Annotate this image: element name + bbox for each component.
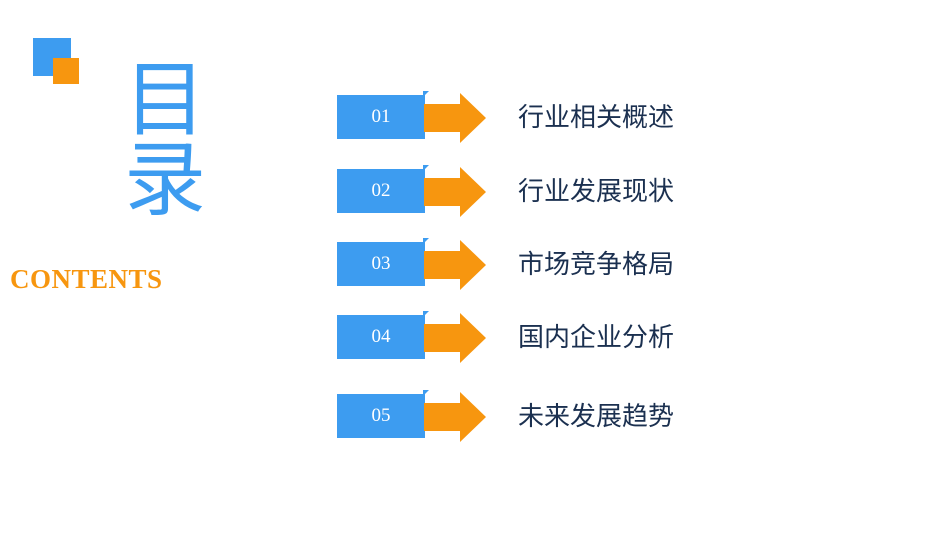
orange-square xyxy=(53,58,79,84)
item-label: 未来发展趋势 xyxy=(518,402,675,432)
contents-item-3[interactable]: 03 市场竞争格局 xyxy=(332,238,932,290)
arrow-right-icon xyxy=(424,392,486,442)
item-number-box: 05 xyxy=(337,394,425,438)
item-number-box: 01 xyxy=(337,95,425,139)
corner-mark xyxy=(423,165,429,171)
arrow-right-icon xyxy=(424,93,486,143)
item-label: 行业发展现状 xyxy=(518,177,675,207)
corner-mark xyxy=(423,91,429,97)
item-label: 行业相关概述 xyxy=(518,103,675,133)
item-number-box: 04 xyxy=(337,315,425,359)
title-char-2: 录 xyxy=(123,133,206,228)
item-label: 国内企业分析 xyxy=(518,323,675,353)
corner-mark xyxy=(423,390,429,396)
contents-item-5[interactable]: 05 未来发展趋势 xyxy=(332,390,932,442)
contents-item-1[interactable]: 01 行业相关概述 xyxy=(332,91,932,143)
corner-mark xyxy=(423,238,429,244)
contents-subtitle: CONTENTS xyxy=(10,264,163,294)
arrow-right-icon xyxy=(424,313,486,363)
arrow-right-icon xyxy=(424,240,486,290)
arrow-right-icon xyxy=(424,167,486,217)
item-number-box: 02 xyxy=(337,169,425,213)
corner-mark xyxy=(423,311,429,317)
contents-list: 01 行业相关概述 02 行业发展现状 03 市场竞争格局 04 国内企业分析 … xyxy=(332,0,932,548)
contents-item-2[interactable]: 02 行业发展现状 xyxy=(332,165,932,217)
decorative-squares xyxy=(33,38,81,88)
contents-item-4[interactable]: 04 国内企业分析 xyxy=(332,311,932,363)
title-char-1: 目 xyxy=(123,53,206,148)
item-label: 市场竞争格局 xyxy=(518,250,675,280)
item-number-box: 03 xyxy=(337,242,425,286)
